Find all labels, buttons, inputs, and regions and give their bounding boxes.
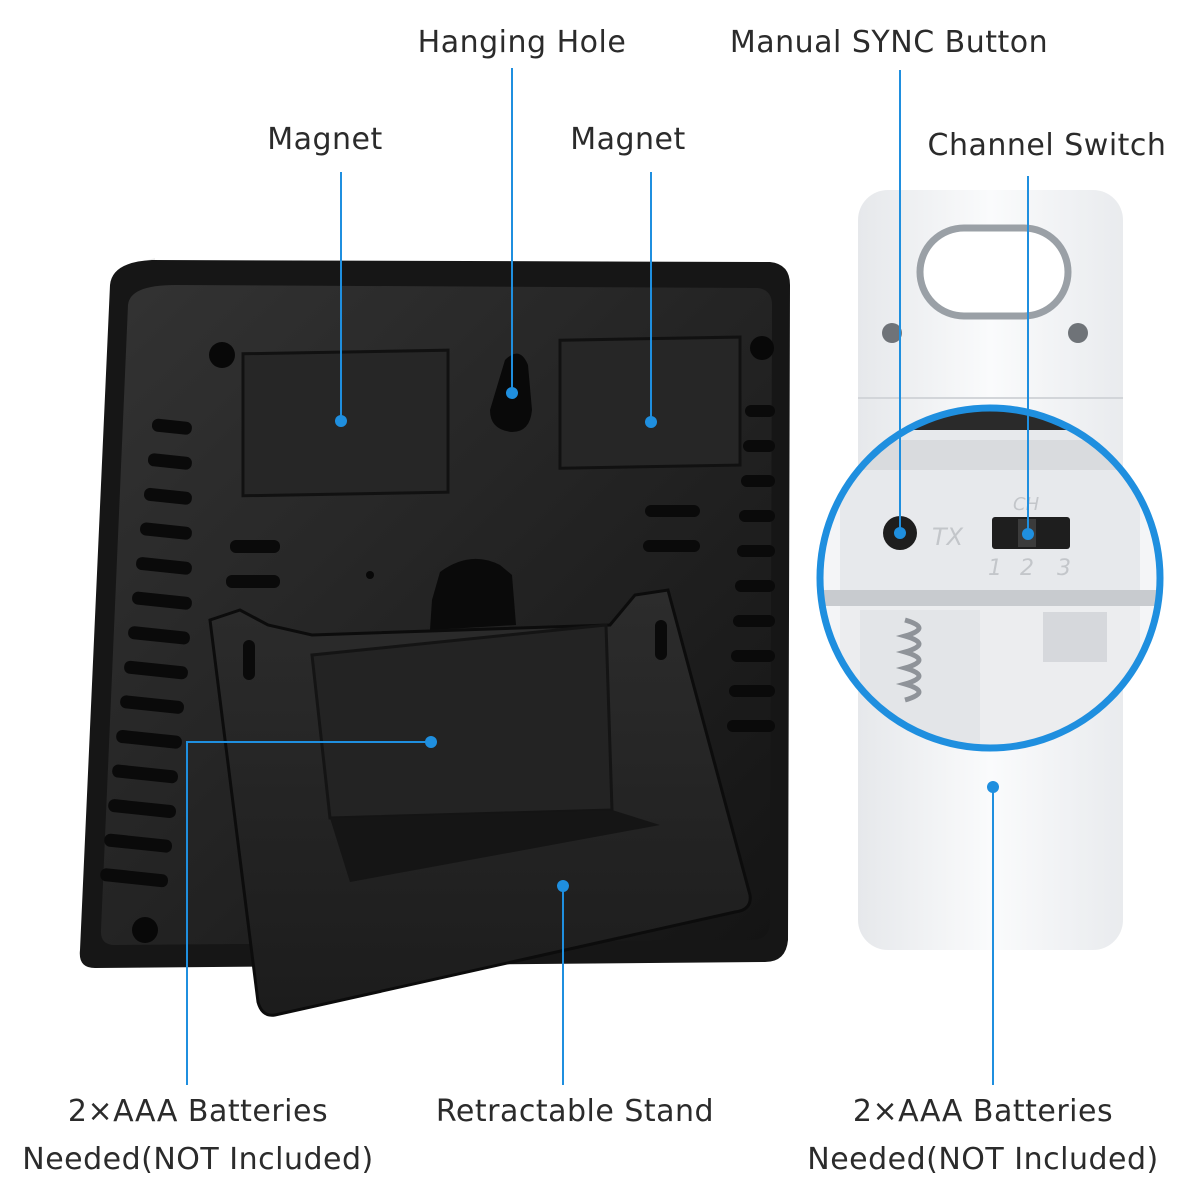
sensor-magnifier: TX CH 1 2 3 [816, 404, 1164, 752]
callout-batteries-left [186, 741, 430, 1085]
ch-marking: CH [1013, 494, 1040, 515]
label-batteries-right-line1: 2×AAA Batteries [852, 1094, 1114, 1129]
label-hanging-hole: Hanging Hole [417, 25, 627, 60]
label-retractable-stand: Retractable Stand [435, 1094, 715, 1129]
sensor-screw-left [882, 323, 902, 343]
label-magnet-right: Magnet [570, 122, 686, 157]
display-unit-back [79, 258, 790, 1017]
screw-hole-top-left [209, 342, 235, 368]
label-batteries-left-line2: Needed(NOT Included) [22, 1142, 374, 1177]
label-magnet-left: Magnet [267, 122, 383, 157]
label-batteries-right-line2: Needed(NOT Included) [807, 1142, 1159, 1177]
screw-hole-top-right [750, 336, 774, 360]
sensor-hanging-slot [916, 224, 1072, 320]
label-manual-sync-button: Manual SYNC Button [729, 25, 1049, 60]
callout-lines [186, 68, 1034, 1085]
vents-right [643, 405, 775, 732]
ch1-marking: 1 [988, 556, 1002, 581]
ch2-marking: 2 [1020, 556, 1034, 581]
screw-hole-bottom-left [132, 917, 158, 943]
label-batteries-left: 2×AAA Batteries Needed(NOT Included) [22, 1097, 373, 1175]
magnifier-ring [816, 404, 1164, 752]
tx-marking: TX [932, 523, 964, 551]
ch3-marking: 3 [1057, 556, 1071, 581]
label-batteries-right: 2×AAA Batteries Needed(NOT Included) [807, 1097, 1158, 1175]
vents-left [100, 418, 280, 888]
battery-spring [895, 617, 922, 703]
label-batteries-left-line1: 2×AAA Batteries [67, 1094, 329, 1129]
label-channel-switch: Channel Switch [927, 128, 1167, 163]
sensor-screw-right [1068, 323, 1088, 343]
